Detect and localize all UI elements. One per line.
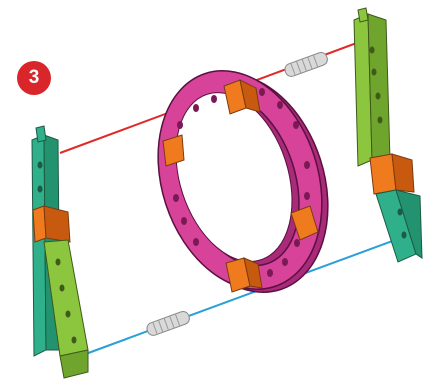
left-beam-icon <box>32 126 88 378</box>
right-beam-icon <box>354 8 422 262</box>
step-number-badge: 3 <box>17 61 51 95</box>
top-axle-icon <box>283 51 329 78</box>
bottom-axle-icon <box>145 310 191 337</box>
step-number-text: 3 <box>29 67 40 89</box>
